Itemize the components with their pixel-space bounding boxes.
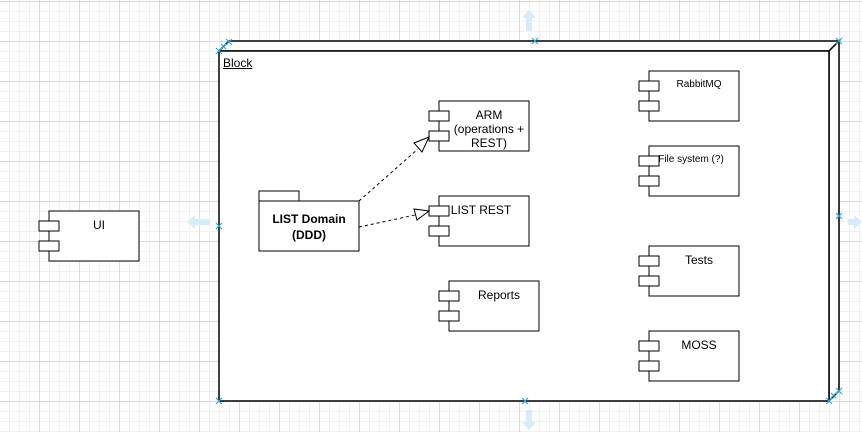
hint-arrow-down-icon[interactable]	[522, 410, 536, 430]
component-rabbitmq-port-bottom	[638, 100, 660, 112]
component-rabbitmq-body	[648, 70, 740, 122]
package-list-domain[interactable]	[258, 190, 360, 252]
hint-arrow-right-icon[interactable]	[848, 215, 862, 229]
component-moss-body	[648, 330, 740, 382]
component-reports-label: Reports	[477, 288, 521, 302]
component-list-rest[interactable]	[428, 195, 530, 247]
component-list-rest-port-bottom	[428, 225, 450, 237]
component-reports[interactable]	[438, 280, 540, 332]
component-tests-body	[648, 245, 740, 297]
dependency-arrow-list-rest[interactable]	[358, 208, 431, 228]
component-arm-body	[438, 100, 530, 152]
component-file-system-body	[648, 145, 740, 197]
component-file-system-port-top	[638, 155, 660, 167]
component-moss-label: MOSS	[681, 338, 717, 352]
component-file-system-label: File system (?)	[658, 154, 724, 165]
dependency-arrow-arm[interactable]	[358, 136, 430, 202]
component-arm-label-line2: (operations +	[453, 122, 525, 136]
component-reports-body	[448, 280, 540, 332]
component-reports-port-top	[438, 290, 460, 302]
component-reports-port-bottom	[438, 310, 460, 322]
component-arm-label-line1: ARM	[475, 108, 503, 122]
hint-arrow-left-icon[interactable]	[187, 215, 210, 229]
component-ui[interactable]	[38, 210, 140, 262]
component-tests[interactable]	[638, 245, 740, 297]
hint-arrow-up-icon[interactable]	[522, 10, 536, 31]
component-tests-port-bottom	[638, 275, 660, 287]
component-arm-label-line3: REST)	[471, 136, 507, 150]
component-tests-port-top	[638, 255, 660, 267]
component-list-rest-body	[438, 195, 530, 247]
component-arm[interactable]	[428, 100, 530, 152]
component-ui-label: UI	[93, 218, 105, 232]
component-moss-port-bottom	[638, 360, 660, 372]
component-arm-port-top	[428, 110, 450, 122]
component-list-rest-label: LIST REST	[450, 203, 512, 217]
component-rabbitmq-port-top	[638, 80, 660, 92]
package-label-line1: LIST Domain	[272, 212, 346, 226]
component-file-system-port-bottom	[638, 175, 660, 187]
component-moss-port-top	[638, 340, 660, 352]
component-moss[interactable]	[638, 330, 740, 382]
selection-handles[interactable]	[215, 37, 843, 405]
component-rabbitmq[interactable]	[638, 70, 740, 122]
component-tests-label: Tests	[684, 253, 713, 267]
component-arm-port-bottom	[428, 130, 450, 142]
block-label: Block	[223, 56, 253, 70]
package-label-line2: (DDD)	[292, 228, 326, 242]
component-file-system[interactable]	[638, 145, 740, 197]
component-rabbitmq-label: RabbitMQ	[676, 79, 722, 90]
